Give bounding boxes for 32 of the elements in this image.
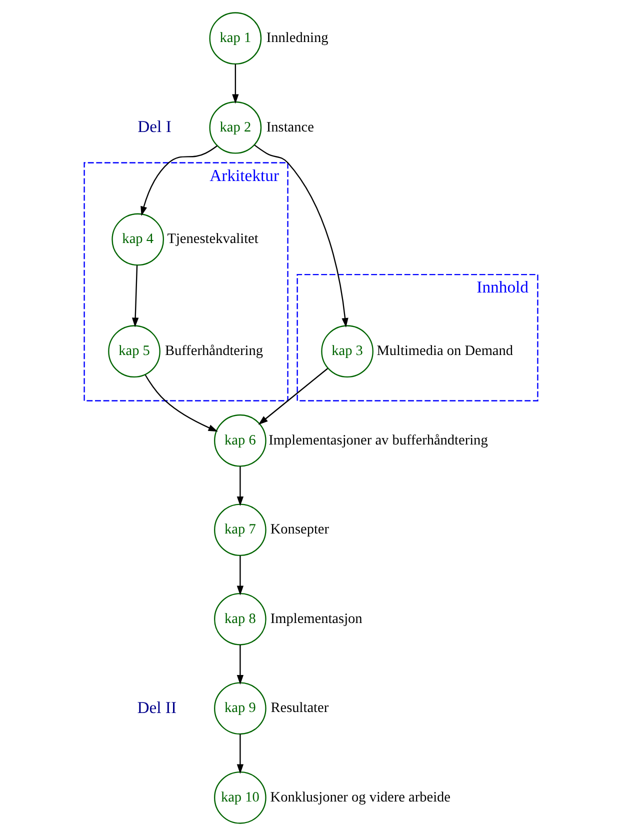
node-circle: kap 10 [214, 771, 266, 824]
node-label: Bufferhåndtering [164, 343, 262, 360]
node-circle: kap 9 [214, 682, 266, 735]
arrow [131, 266, 138, 328]
label: Del II [136, 698, 176, 717]
node-label: Konsepter [270, 522, 329, 538]
arrow [144, 374, 218, 432]
arrow [236, 556, 244, 596]
node-label: Resultater [270, 700, 328, 716]
arrow [254, 144, 348, 328]
node-label: Implementasjon [270, 610, 362, 627]
node-label: Instance [266, 119, 314, 136]
node-label: Konklusjoner og videre arbeide [270, 789, 450, 806]
node-circle: kap 2 [208, 101, 262, 154]
arrow [140, 145, 217, 216]
node-label: Multimedia on Demand [376, 343, 513, 360]
node-circle: kap 7 [214, 504, 266, 556]
label: Del I [137, 117, 171, 136]
node-circle: kap 3 [320, 325, 373, 378]
node-circle: kap 1 [208, 12, 262, 65]
arrow [236, 644, 244, 685]
node-circle: kap 8 [214, 592, 266, 646]
node-label: Innledning [266, 30, 328, 46]
arrow [258, 368, 328, 425]
arrow [236, 734, 244, 774]
node-label: Implementasjoner av bufferhåndtering [268, 432, 488, 448]
arrow [232, 64, 238, 104]
node-circle: kap 5 [108, 325, 160, 378]
node-circle: kap 4 [111, 213, 164, 266]
node-label: Tjenestekvalitet [166, 231, 258, 248]
arrow [236, 466, 244, 506]
node-circle: kap 6 [214, 414, 266, 467]
